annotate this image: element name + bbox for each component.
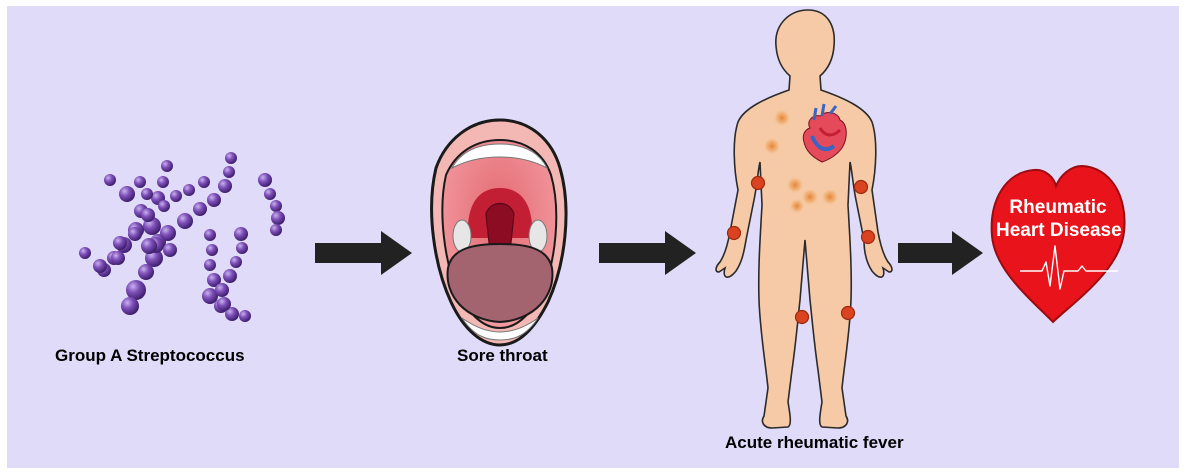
caption-acute-rheumatic-fever: Acute rheumatic fever	[725, 433, 904, 453]
streptococcus-cluster	[79, 152, 285, 322]
coccus-cell	[126, 280, 146, 300]
coccus-cell	[198, 176, 210, 188]
coccus-cell	[161, 160, 173, 172]
coccus-cell	[134, 176, 146, 188]
open-mouth-illustration	[432, 120, 566, 345]
coccus-cell	[157, 176, 169, 188]
heart-label-line-1: Rheumatic	[1000, 196, 1116, 219]
coccus-cell	[119, 186, 135, 202]
coccus-cell	[264, 188, 276, 200]
coccus-cell	[236, 242, 248, 254]
coccus-cell	[234, 227, 248, 241]
coccus-cell	[104, 174, 116, 186]
rheumatic-heart-icon	[992, 166, 1125, 322]
coccus-cell	[160, 225, 176, 241]
coccus-cell	[111, 251, 125, 265]
arrow-2	[599, 231, 696, 275]
coccus-cell	[204, 229, 216, 241]
coccus-cell	[128, 227, 142, 241]
coccus-cell	[177, 213, 193, 229]
coccus-cell	[121, 297, 139, 315]
coccus-cell	[193, 202, 207, 216]
coccus-cell	[206, 244, 218, 256]
coccus-cell	[223, 166, 235, 178]
coccus-cell	[239, 310, 251, 322]
coccus-cell	[270, 224, 282, 236]
coccus-cell	[204, 259, 216, 271]
coccus-cell	[170, 190, 182, 202]
coccus-cell	[230, 256, 242, 268]
coccus-cell	[141, 188, 153, 200]
coccus-cell	[218, 179, 232, 193]
coccus-cell	[258, 173, 272, 187]
coccus-cell	[270, 200, 282, 212]
coccus-cell	[113, 236, 127, 250]
coccus-cell	[207, 193, 221, 207]
coccus-cell	[138, 264, 154, 280]
human-body-illustration	[716, 10, 892, 428]
coccus-cell	[223, 269, 237, 283]
coccus-cell	[79, 247, 91, 259]
coccus-cell	[217, 297, 231, 311]
coccus-cell	[158, 200, 170, 212]
coccus-cell	[183, 184, 195, 196]
coccus-cell	[271, 211, 285, 225]
coccus-cell	[225, 152, 237, 164]
caption-sore-throat: Sore throat	[457, 346, 548, 366]
coccus-cell	[93, 259, 107, 273]
caption-group-a-streptococcus: Group A Streptococcus	[55, 346, 245, 366]
heart-label-line-2: Heart Disease	[996, 219, 1120, 242]
coccus-cell	[215, 283, 229, 297]
coccus-cell	[163, 243, 177, 257]
arrow-3	[898, 231, 983, 275]
arrow-1	[315, 231, 412, 275]
coccus-cell	[141, 208, 155, 222]
coccus-cell	[141, 238, 157, 254]
